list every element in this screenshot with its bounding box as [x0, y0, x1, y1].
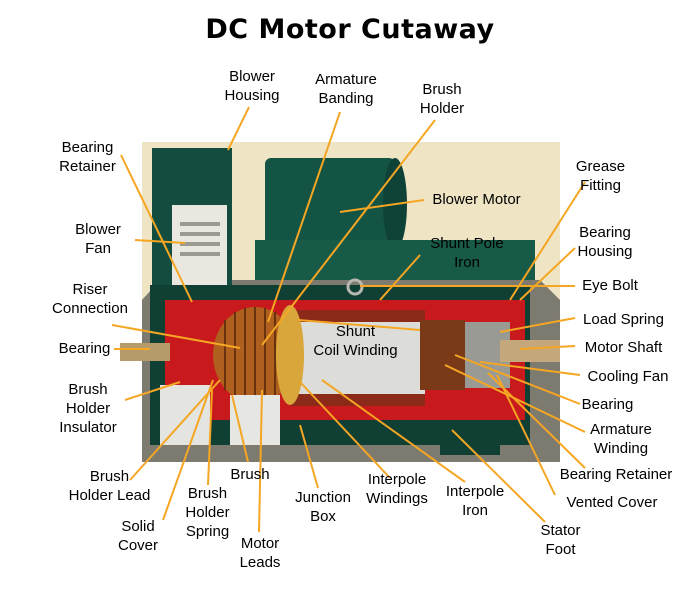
brush-holder-insulator-block: [160, 385, 210, 445]
label-bearing-retainer-left: Bearing Retainer: [59, 139, 116, 175]
stator-foot-block: [440, 425, 500, 455]
leader-brush-holder-spring: [207, 389, 213, 486]
leader-blower-housing: [227, 106, 250, 151]
leader-shunt-coil-winding: [297, 319, 421, 331]
label-interpole-windings: Interpole Windings: [366, 471, 428, 507]
label-shunt-coil-winding: Shunt Coil Winding: [313, 323, 398, 359]
leader-solid-cover: [162, 379, 214, 521]
label-brush-holder-lead: Brush Holder Lead: [68, 468, 151, 504]
leader-armature-banding: [267, 111, 341, 323]
diagram-title: DC Motor Cutaway: [205, 14, 495, 45]
label-brush: Brush: [230, 466, 270, 483]
label-bearing-left: Bearing: [58, 340, 111, 357]
leader-motor-leads: [258, 389, 263, 533]
leader-brush-holder: [261, 119, 436, 346]
leader-motor-shaft: [519, 345, 576, 350]
leader-lines: [111, 106, 586, 533]
label-interpole-iron: Interpole Iron: [445, 483, 505, 519]
leader-blower-fan: [134, 239, 186, 244]
label-grease-fitting: Grease Fitting: [575, 158, 626, 194]
shunt-coil-core: [290, 318, 425, 398]
leader-load-spring: [499, 317, 576, 333]
label-armature-winding: Armature Winding: [590, 421, 652, 457]
label-blower-fan: Blower Fan: [75, 221, 121, 257]
shaft-left: [120, 343, 170, 361]
leader-interpole-iron: [321, 379, 466, 483]
label-eye-bolt: Eye Bolt: [582, 277, 638, 294]
leader-brush-holder-lead: [129, 379, 221, 481]
label-load-spring: Load Spring: [583, 311, 664, 328]
label-bearing-retainer-right: Bearing Retainer: [559, 466, 673, 483]
stator-top-ridge: [255, 240, 535, 280]
leader-bearing-retainer-left: [120, 154, 193, 303]
leader-junction-box: [299, 424, 319, 489]
label-cooling-fan: Cooling Fan: [587, 368, 669, 385]
leader-vented-cover: [496, 374, 556, 496]
label-solid-cover: Solid Cover: [117, 518, 158, 554]
leader-cooling-fan: [479, 361, 581, 376]
blower-motor-body: [265, 158, 395, 250]
leader-bearing-right: [454, 354, 581, 405]
label-junction-box: Junction Box: [295, 489, 351, 525]
leader-riser-connection: [111, 324, 241, 349]
leader-bearing-housing: [519, 247, 576, 301]
label-riser-connection: Riser Connection: [52, 281, 128, 317]
label-shunt-pole-iron: Shunt Pole Iron: [430, 235, 504, 271]
leader-brush: [231, 394, 249, 463]
label-blower-motor: Blower Motor: [432, 191, 521, 208]
blower-fan-blades: [180, 222, 220, 256]
label-armature-banding: Armature Banding: [315, 71, 377, 107]
armature-winding-end: [420, 320, 465, 390]
label-stator-foot: Stator Foot: [540, 522, 581, 558]
label-brush-holder-spring: Brush Holder Spring: [185, 485, 230, 540]
label-brush-holder-insulator: Brush Holder Insulator: [59, 381, 117, 436]
label-blower-housing: Blower Housing: [224, 68, 280, 104]
label-vented-cover: Vented Cover: [566, 494, 658, 511]
label-bearing-right: Bearing: [581, 396, 634, 413]
armature-banding-band: [276, 305, 304, 405]
leader-interpole-windings: [299, 381, 391, 479]
leader-shunt-pole-iron: [379, 254, 421, 301]
label-brush-holder: Brush Holder: [419, 81, 465, 117]
leader-stator-foot: [451, 429, 546, 523]
leader-grease-fitting: [509, 181, 586, 301]
label-motor-leads: Motor Leads: [239, 535, 281, 571]
leader-blower-motor: [339, 199, 425, 213]
leader-brush-holder-insulator: [124, 381, 181, 401]
label-motor-shaft: Motor Shaft: [584, 339, 663, 356]
label-bearing-housing: Bearing Housing: [577, 224, 633, 260]
motor-shaft-end: [500, 340, 560, 362]
